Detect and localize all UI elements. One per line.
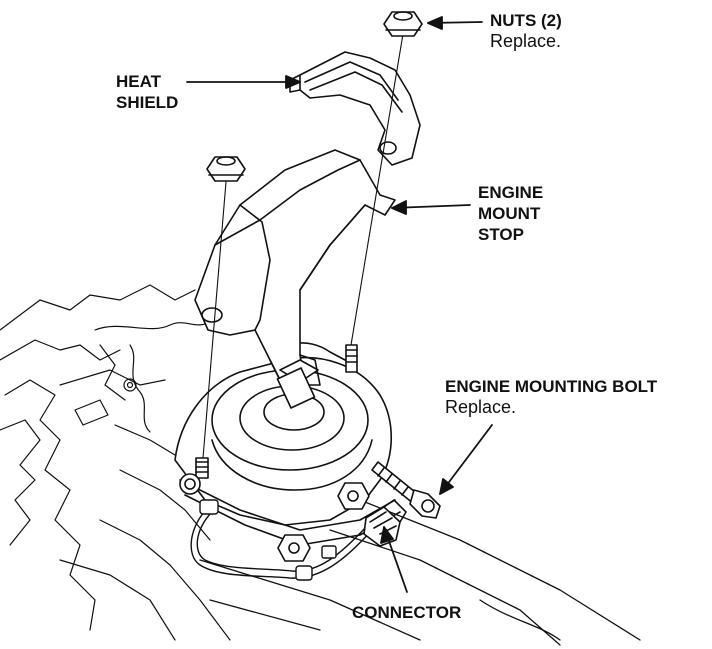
engine-mount-stop: [194, 149, 396, 409]
mount-stud-right: [345, 344, 358, 373]
label-engine-mount-stop-line3: STOP: [478, 225, 524, 244]
label-engine-mounting-bolt: ENGINE MOUNTING BOLT Replace.: [445, 376, 657, 418]
nut-left: [206, 156, 246, 182]
wire-harness: [190, 499, 373, 581]
label-engine-mounting-bolt-note: Replace.: [445, 397, 517, 417]
label-engine-mount-stop-line1: ENGINE: [478, 183, 544, 202]
base-bolt-heads: [179, 473, 370, 562]
mount-stud-left: [195, 457, 209, 479]
label-heat-shield-line2: SHIELD: [116, 93, 179, 112]
engine-mount-base: [174, 342, 401, 546]
label-engine-mounting-bolt-title: ENGINE MOUNTING BOLT: [445, 377, 658, 396]
leader-arrows: [186, 16, 493, 593]
frame-rail: [199, 499, 641, 646]
nut-top: [383, 11, 423, 37]
engine-mounting-bolt: [371, 461, 441, 519]
label-connector-title: CONNECTOR: [352, 603, 462, 622]
label-heat-shield: HEAT SHIELD: [116, 71, 178, 113]
label-engine-mount-stop-line2: MOUNT: [478, 204, 541, 223]
label-engine-mount-stop: ENGINE MOUNT STOP: [478, 182, 543, 245]
stud-guide-lines: [202, 33, 404, 459]
label-nuts-title: NUTS (2): [490, 11, 562, 30]
label-nuts: NUTS (2) Replace.: [490, 10, 562, 52]
engine-block-background: [0, 284, 231, 641]
label-heat-shield-line1: HEAT: [116, 72, 162, 91]
label-connector: CONNECTOR: [352, 602, 461, 623]
label-nuts-note: Replace.: [490, 31, 562, 51]
heat-shield: [289, 51, 421, 166]
